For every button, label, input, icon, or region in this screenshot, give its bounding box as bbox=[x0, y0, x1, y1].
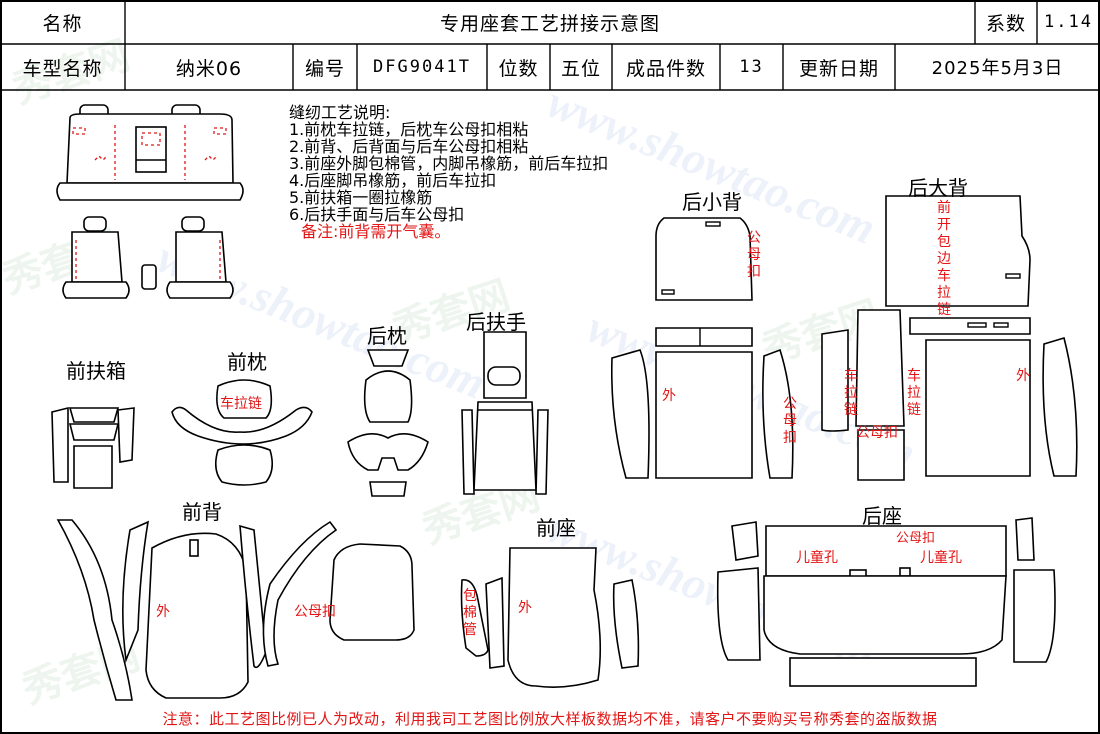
annot-foam-tube: 包棉管 bbox=[463, 588, 477, 638]
annot-outer: 外 bbox=[1016, 368, 1030, 384]
coef-value: 1.14 bbox=[1044, 12, 1093, 32]
note-item: 4.后座脚吊橡筋，前后车拉扣 bbox=[289, 171, 497, 190]
annot-outer: 外 bbox=[156, 604, 170, 620]
note-item: 3.前座外脚包棉管，内脚吊橡筋，前后车拉扣 bbox=[289, 154, 609, 173]
annot-zipper: 车拉链 bbox=[220, 396, 262, 412]
annot-snap: 公母扣 bbox=[896, 531, 936, 546]
date-value: 2025年5月3日 bbox=[931, 58, 1064, 79]
seats-value: 五位 bbox=[560, 57, 601, 80]
page-title: 专用座套工艺拼接示意图 bbox=[439, 12, 660, 35]
sewing-notes: 缝纫工艺说明: 1.前枕车拉链，后枕车公母扣相粘 2.前背、后背面与后车公母扣相… bbox=[289, 104, 608, 240]
annot-zipper: 车拉链 bbox=[844, 368, 858, 418]
seats-label: 位数 bbox=[498, 57, 539, 80]
annot-child-hole: 儿童孔 bbox=[920, 550, 962, 566]
rear-armrest-pieces bbox=[461, 331, 549, 495]
model-value: 纳米06 bbox=[175, 57, 243, 80]
front-box-pieces bbox=[51, 406, 135, 489]
notes-title: 缝纫工艺说明: bbox=[289, 103, 391, 122]
note-item: 1.前枕车拉链，后枕车公母扣相粘 bbox=[289, 120, 529, 139]
code-label: 编号 bbox=[304, 57, 345, 80]
annot-zipper: 车拉链 bbox=[907, 368, 921, 418]
annot-outer: 外 bbox=[662, 388, 676, 404]
label-rear-armrest: 后扶手 bbox=[466, 310, 526, 334]
label-front-back: 前背 bbox=[182, 500, 222, 524]
footer-notice: 注意：此工艺图比例已人为改动，利用我司工艺图比例放大样板数据均不准，请客户不要购… bbox=[162, 710, 938, 728]
seat-overview bbox=[56, 104, 244, 299]
name-label: 名称 bbox=[42, 12, 83, 35]
annot-snap: 公母扣 bbox=[747, 230, 761, 280]
date-label: 更新日期 bbox=[798, 57, 879, 80]
annot-child-hole: 儿童孔 bbox=[796, 550, 838, 566]
pieces-value: 13 bbox=[739, 57, 764, 77]
annot-snap: 公母扣 bbox=[783, 396, 797, 446]
code-value: DFG9041T bbox=[373, 57, 471, 77]
rear-seat-pieces bbox=[716, 517, 1056, 687]
note-item: 5.前扶箱一圈拉橡筋 bbox=[289, 188, 433, 207]
note-item: 2.前背、后背面与后车公母扣相粘 bbox=[289, 137, 529, 156]
label-front-headrest: 前枕 bbox=[227, 350, 267, 374]
model-label: 车型名称 bbox=[22, 57, 103, 80]
front-headrest-pieces bbox=[171, 379, 313, 486]
coef-label: 系数 bbox=[985, 12, 1026, 35]
front-seat-pieces bbox=[460, 547, 640, 688]
annot-snap: 公母扣 bbox=[856, 425, 898, 441]
notes-remark: 备注:前背需开气囊。 bbox=[301, 222, 451, 241]
label-rear-headrest: 后枕 bbox=[367, 324, 407, 348]
label-rear-seat: 后座 bbox=[862, 504, 902, 528]
label-rear-big-back: 后大背 bbox=[908, 176, 968, 200]
rear-big-back-pieces bbox=[821, 195, 1078, 481]
note-item: 6.后扶手面与后车公母扣 bbox=[289, 205, 465, 224]
rear-small-back-pieces bbox=[610, 217, 794, 479]
annot-snap: 公母扣 bbox=[294, 604, 336, 620]
label-rear-small-back: 后小背 bbox=[682, 190, 742, 214]
annot-front-edge-zip: 前开包边车拉链 bbox=[937, 200, 951, 318]
front-back-pieces bbox=[56, 519, 415, 701]
label-front-box: 前扶箱 bbox=[66, 359, 126, 383]
annot-outer: 外 bbox=[518, 600, 532, 616]
label-front-seat: 前座 bbox=[536, 516, 576, 540]
rear-headrest-pieces bbox=[347, 349, 429, 497]
pieces-label: 成品件数 bbox=[625, 57, 706, 80]
